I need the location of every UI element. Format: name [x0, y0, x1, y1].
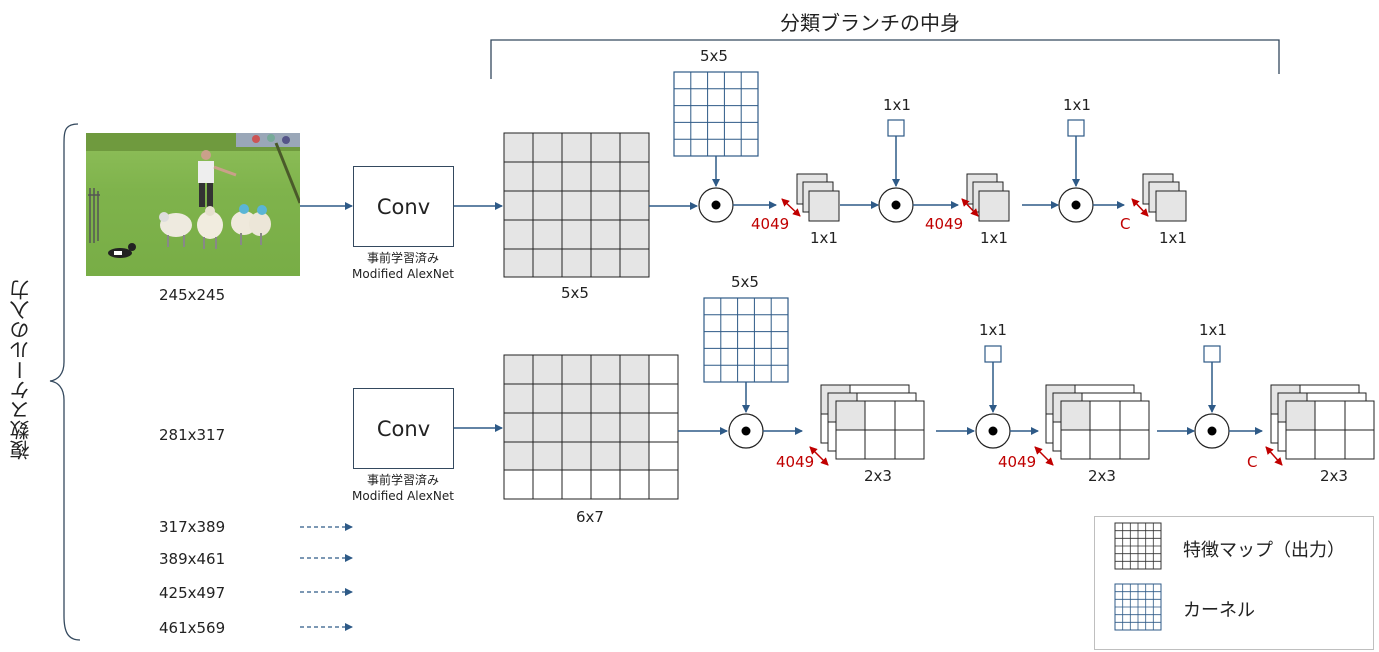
channels1-r1: 4049 [751, 215, 790, 233]
conv-caption-r2-line1: 事前学習済み [366, 473, 439, 487]
scale-item: 389x461 [159, 550, 226, 568]
scale-brace [49, 123, 81, 641]
legend-feature-map-label: 特徴マップ（出力） [1183, 540, 1345, 561]
conv-block-r1: Conv [353, 166, 454, 247]
channels1-r2: 4049 [776, 453, 815, 471]
conv-op-r2-3 [1194, 413, 1230, 449]
channels3-r1: C [1120, 215, 1131, 233]
out3-size-r1: 1x1 [1159, 229, 1187, 247]
conv-caption-r1-line2: Modified AlexNet [352, 267, 454, 281]
kernel2-size-r1: 1x1 [883, 96, 911, 114]
output-stack-r1-3 [1142, 173, 1187, 222]
input-size-r2: 281x317 [159, 426, 226, 444]
scale-item: 461x569 [159, 619, 226, 637]
scale-item: 425x497 [159, 584, 226, 602]
channels3-r2: C [1247, 453, 1258, 471]
legend-kernel-label: カーネル [1183, 600, 1255, 621]
output-stack-r1-2 [966, 173, 1010, 222]
scale-item: 317x389 [159, 518, 226, 536]
out3-size-r2: 2x3 [1320, 467, 1348, 485]
diagram-title: 分類ブランチの中身 [780, 11, 960, 35]
feature-map-1 [503, 132, 650, 278]
sheepdog-scene [86, 133, 300, 258]
kernel-size-r2: 5x5 [731, 273, 759, 291]
branch-bracket [490, 39, 1280, 79]
legend-feature-map-icon [1114, 522, 1162, 570]
conv-op-r1-1 [698, 187, 734, 223]
fmap-size-r1: 5x5 [561, 284, 589, 302]
feature-map-2 [503, 354, 679, 500]
conv-op-r2-2 [975, 413, 1011, 449]
conv-block-r2: Conv [353, 388, 454, 469]
output-stack-r2-3 [1270, 384, 1375, 460]
kernel3-size-r2: 1x1 [1199, 321, 1227, 339]
output-stack-r2-1 [820, 384, 925, 460]
conv-caption-r2-line2: Modified AlexNet [352, 489, 454, 503]
conv-op-r2-1 [728, 413, 764, 449]
kernel-size-r1: 5x5 [700, 47, 728, 65]
conv-op-r1-2 [878, 187, 914, 223]
input-photo [86, 133, 300, 276]
legend-kernel-icon [1114, 583, 1162, 631]
channels2-r2: 4049 [998, 453, 1037, 471]
conv-op-r1-3 [1058, 187, 1094, 223]
out1-size-r2: 2x3 [864, 467, 892, 485]
output-stack-r2-2 [1045, 384, 1150, 460]
channels2-r1: 4049 [925, 215, 964, 233]
out2-size-r2: 2x3 [1088, 467, 1116, 485]
out1-size-r1: 1x1 [810, 229, 838, 247]
kernel-5x5-row2 [703, 297, 789, 383]
input-size-r1: 245x245 [159, 286, 226, 304]
kernel-5x5-row1 [673, 71, 759, 157]
kernel3-size-r1: 1x1 [1063, 96, 1091, 114]
conv-caption-r1-line1: 事前学習済み [366, 251, 439, 265]
legend [1094, 516, 1374, 650]
side-label: 複数スケールの入力 [8, 280, 33, 460]
fmap-size-r2: 6x7 [576, 508, 604, 526]
output-stack-r1-1 [796, 173, 840, 222]
out2-size-r1: 1x1 [980, 229, 1008, 247]
kernel2-size-r2: 1x1 [979, 321, 1007, 339]
